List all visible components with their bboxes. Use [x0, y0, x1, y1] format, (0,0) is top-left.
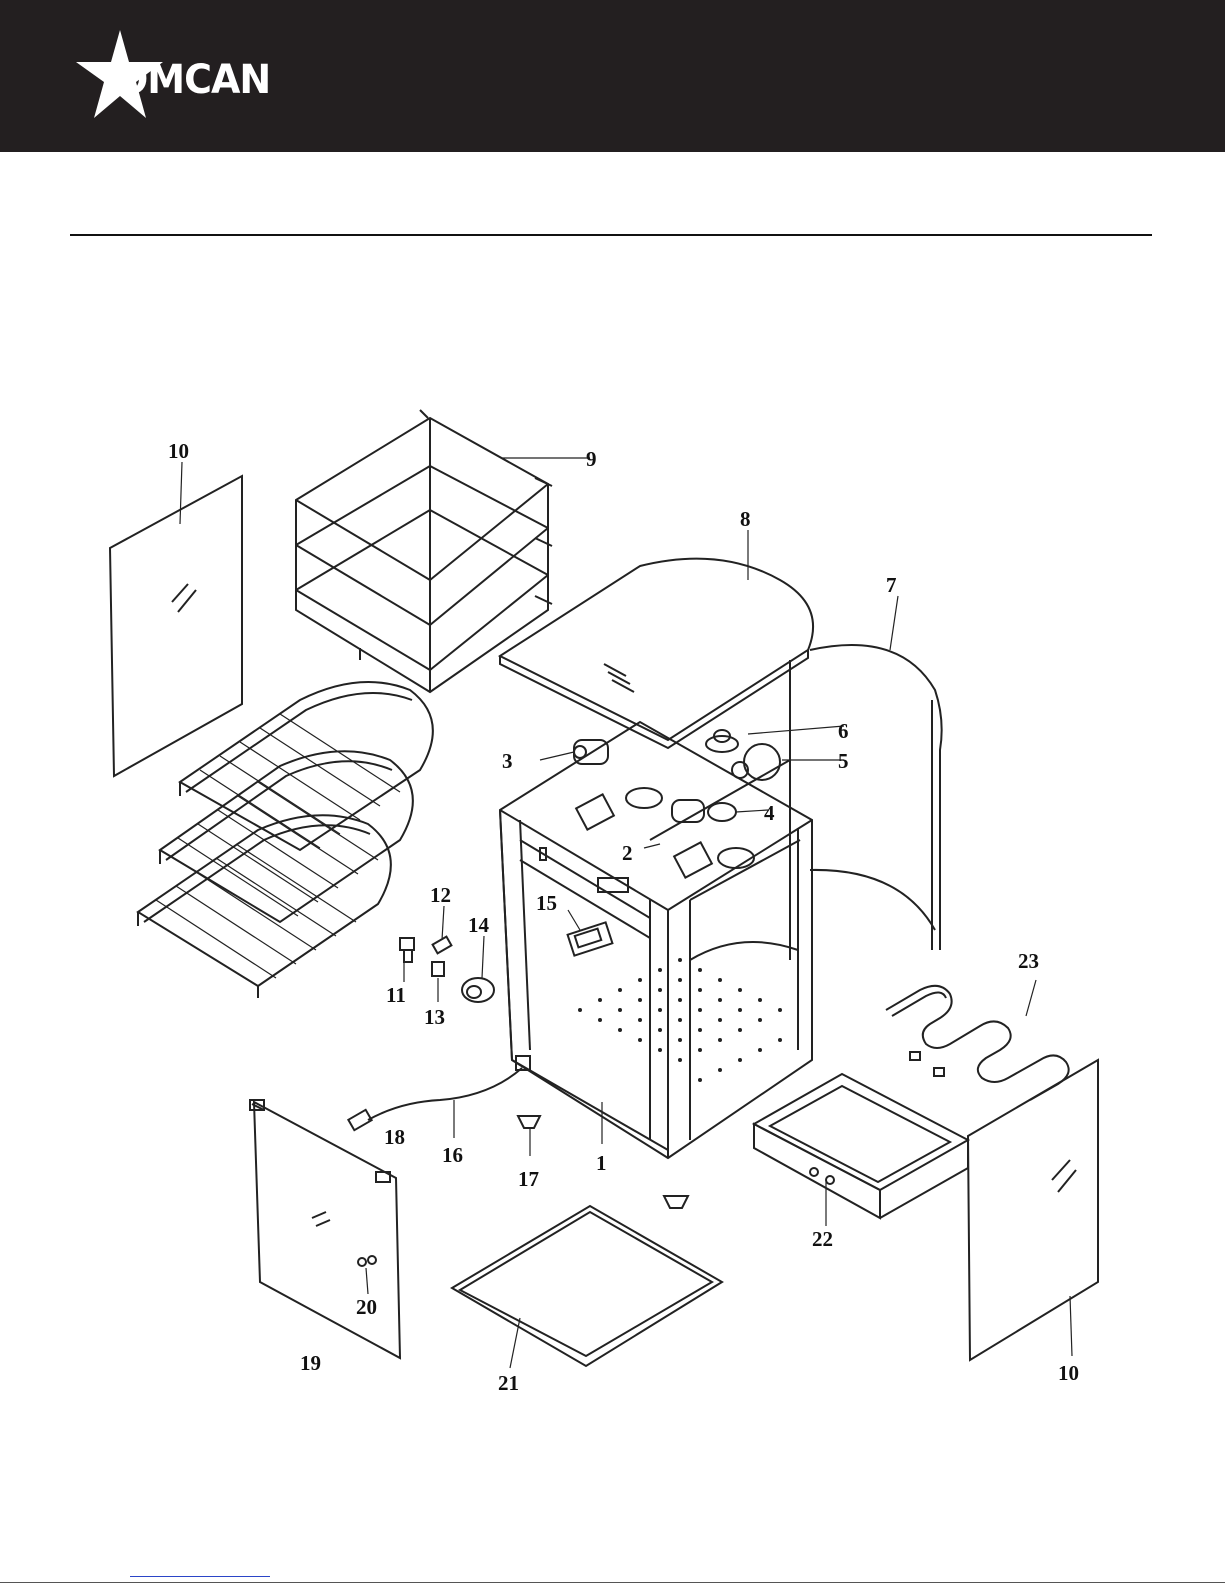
- label-11: 11: [386, 983, 406, 1007]
- label-18: 18: [384, 1125, 405, 1149]
- main-cabinet: [500, 722, 812, 1158]
- shelf-racks: [138, 682, 433, 998]
- label-5: 5: [838, 749, 849, 773]
- label-10-bottom: 10: [1058, 1361, 1079, 1385]
- label-22: 22: [812, 1227, 833, 1251]
- label-16: 16: [442, 1143, 463, 1167]
- part-14: [462, 978, 494, 1002]
- label-13: 13: [424, 1005, 445, 1029]
- label-15: 15: [536, 891, 557, 915]
- part-11: [400, 938, 414, 962]
- label-20: 20: [356, 1295, 377, 1319]
- glass-panel-right: [968, 1060, 1098, 1360]
- label-1: 1: [596, 1151, 607, 1175]
- label-14: 14: [468, 913, 490, 937]
- lamp-holder-4: [672, 800, 736, 822]
- foot-17: [518, 1116, 540, 1128]
- label-2: 2: [622, 841, 633, 865]
- top-cover: [500, 559, 813, 748]
- drawer-22: [754, 1074, 968, 1218]
- label-21: 21: [498, 1371, 519, 1395]
- thermostat-15: [568, 922, 613, 955]
- bulb-5: [732, 744, 780, 780]
- door-glass-19: [250, 1100, 400, 1358]
- label-9: 9: [586, 447, 597, 471]
- label-19: 19: [300, 1351, 321, 1375]
- glass-panel-left: [110, 476, 242, 776]
- foot-extra: [664, 1196, 688, 1208]
- label-8: 8: [740, 507, 751, 531]
- label-3: 3: [502, 749, 513, 773]
- power-cord-16: [348, 1056, 530, 1130]
- part-13: [432, 962, 444, 976]
- page-bottom-rule: [0, 1582, 1225, 1583]
- wire-rack-frame: [296, 410, 552, 692]
- label-10-top: 10: [168, 439, 189, 463]
- heating-element-23: [886, 986, 1069, 1100]
- knob-6: [706, 730, 738, 752]
- label-17: 17: [518, 1167, 539, 1191]
- cabinet-floor-holes: [578, 958, 782, 1082]
- footer-link-underline[interactable]: [130, 1576, 270, 1577]
- label-12: 12: [430, 883, 451, 907]
- label-7: 7: [886, 573, 897, 597]
- label-6: 6: [838, 719, 849, 743]
- label-23: 23: [1018, 949, 1039, 973]
- label-4: 4: [764, 801, 775, 825]
- crumb-tray-21: [452, 1206, 722, 1366]
